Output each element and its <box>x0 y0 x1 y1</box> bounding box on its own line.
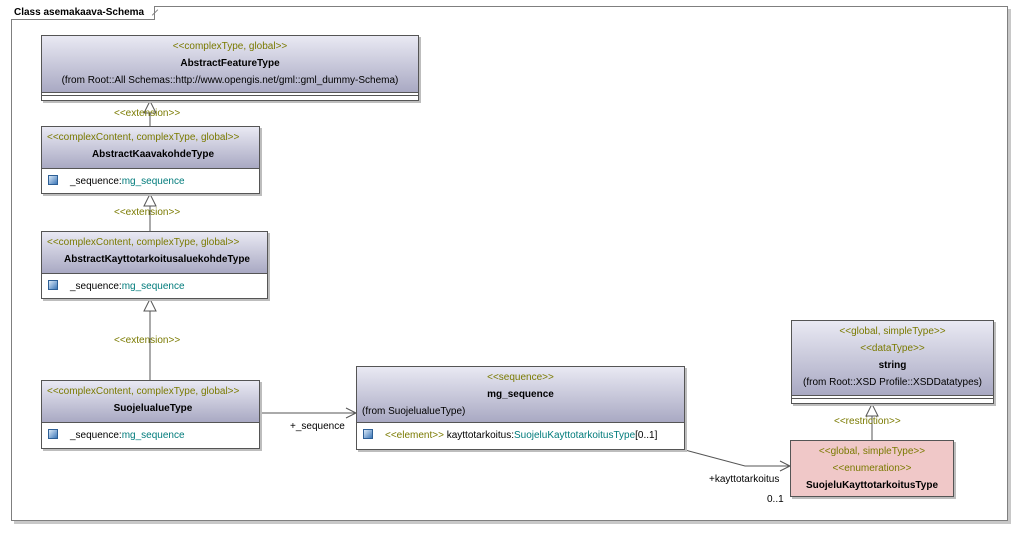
class-header: <<complexContent, complexType, global>> … <box>42 381 259 423</box>
class-name: mg_sequence <box>487 389 554 400</box>
extension-label-1: <<extension>> <box>114 108 181 119</box>
extension-arrowhead-1 <box>143 99 157 114</box>
class-attribute[interactable]: _sequence:mg_sequence <box>42 274 267 294</box>
attribute-type: mg_sequence <box>121 430 185 441</box>
extension-label-2: <<extension>> <box>114 207 181 218</box>
attribute-name: kayttotarkoitus: <box>443 430 514 441</box>
class-header: <<global, simpleType>> <<dataType>> stri… <box>792 321 993 396</box>
attribute-multiplicity: [0..1] <box>635 430 658 441</box>
sequence-role-label: +_sequence <box>290 421 345 432</box>
class-stereotype: <<complexContent, complexType, global>> <box>47 237 240 248</box>
class-header: <<complexType, global>> AbstractFeatureT… <box>42 36 418 93</box>
class-name: SuojeluKayttotarkoitusType <box>805 480 939 491</box>
extension-arrowhead-3 <box>143 297 157 312</box>
attribute-name: _sequence: <box>70 281 122 292</box>
attribute-icon <box>48 429 58 439</box>
class-name: string <box>878 360 907 371</box>
extension-arrowhead-2 <box>143 192 157 207</box>
class-attribute[interactable]: _sequence:mg_sequence <box>42 169 259 189</box>
class-attribute[interactable]: <<element>> kayttotarkoitus:SuojeluKaytt… <box>357 423 684 443</box>
class-name: AbstractFeatureType <box>180 58 280 69</box>
class-suojelu-kayttotarkoitus-type[interactable]: <<global, simpleType>> <<enumeration>> S… <box>790 440 954 497</box>
class-name: SuojelualueType <box>113 403 193 414</box>
attribute-type: SuojeluKayttotarkoitusType <box>513 430 636 441</box>
attribute-stereotype: <<element>> <box>385 430 444 441</box>
attribute-type: mg_sequence <box>121 281 185 292</box>
class-abstract-kaavakohde-type[interactable]: <<complexContent, complexType, global>> … <box>41 126 260 194</box>
attribute-icon <box>48 175 58 185</box>
class-abstract-feature-type[interactable]: <<complexType, global>> AbstractFeatureT… <box>41 35 419 101</box>
class-stereotype-secondary: <<dataType>> <box>860 343 925 354</box>
class-header: <<complexContent, complexType, global>> … <box>42 232 267 274</box>
attribute-name: _sequence: <box>70 176 122 187</box>
class-mg-sequence[interactable]: <<sequence>> mg_sequence (from Suojelual… <box>356 366 685 450</box>
class-stereotype: <<complexContent, complexType, global>> <box>47 132 240 143</box>
class-string[interactable]: <<global, simpleType>> <<dataType>> stri… <box>791 320 994 404</box>
class-header: <<complexContent, complexType, global>> … <box>42 127 259 169</box>
restriction-label: <<restriction>> <box>834 416 901 427</box>
class-suojelualue-type[interactable]: <<complexContent, complexType, global>> … <box>41 380 260 449</box>
class-header: <<global, simpleType>> <<enumeration>> S… <box>791 441 953 494</box>
attribute-type: mg_sequence <box>121 176 185 187</box>
class-stereotype-secondary: <<enumeration>> <box>832 463 912 474</box>
attribute-icon <box>48 280 58 290</box>
class-origin: (from Root::All Schemas::http://www.open… <box>61 75 399 86</box>
kayttotarkoitus-multiplicity-label: 0..1 <box>767 494 784 505</box>
restriction-arrowhead <box>865 402 879 417</box>
kayttotarkoitus-association-line <box>684 449 790 467</box>
extension-label-3: <<extension>> <box>114 335 181 346</box>
class-name: AbstractKayttotarkoitusaluekohdeType <box>64 254 250 265</box>
class-header: <<sequence>> mg_sequence (from Suojelual… <box>357 367 684 423</box>
kayttotarkoitus-role-label: +kayttotarkoitus <box>709 474 780 485</box>
attribute-icon <box>363 429 373 439</box>
class-name: AbstractKaavakohdeType <box>91 149 215 160</box>
class-stereotype: <<complexType, global>> <box>172 41 288 52</box>
class-origin: (from SuojelualueType) <box>362 406 466 417</box>
class-abstract-kayttotarkoitusaluekohde-type[interactable]: <<complexContent, complexType, global>> … <box>41 231 268 299</box>
diagram-title: Class asemakaava-Schema <box>11 6 156 20</box>
class-stereotype: <<global, simpleType>> <box>818 446 926 457</box>
class-attribute[interactable]: _sequence:mg_sequence <box>42 423 259 443</box>
class-stereotype: <<global, simpleType>> <box>839 326 946 337</box>
class-stereotype: <<complexContent, complexType, global>> <box>47 386 240 397</box>
class-origin: (from Root::XSD Profile::XSDDatatypes) <box>803 377 982 388</box>
attribute-name: _sequence: <box>70 430 122 441</box>
class-stereotype: <<sequence>> <box>487 372 554 383</box>
